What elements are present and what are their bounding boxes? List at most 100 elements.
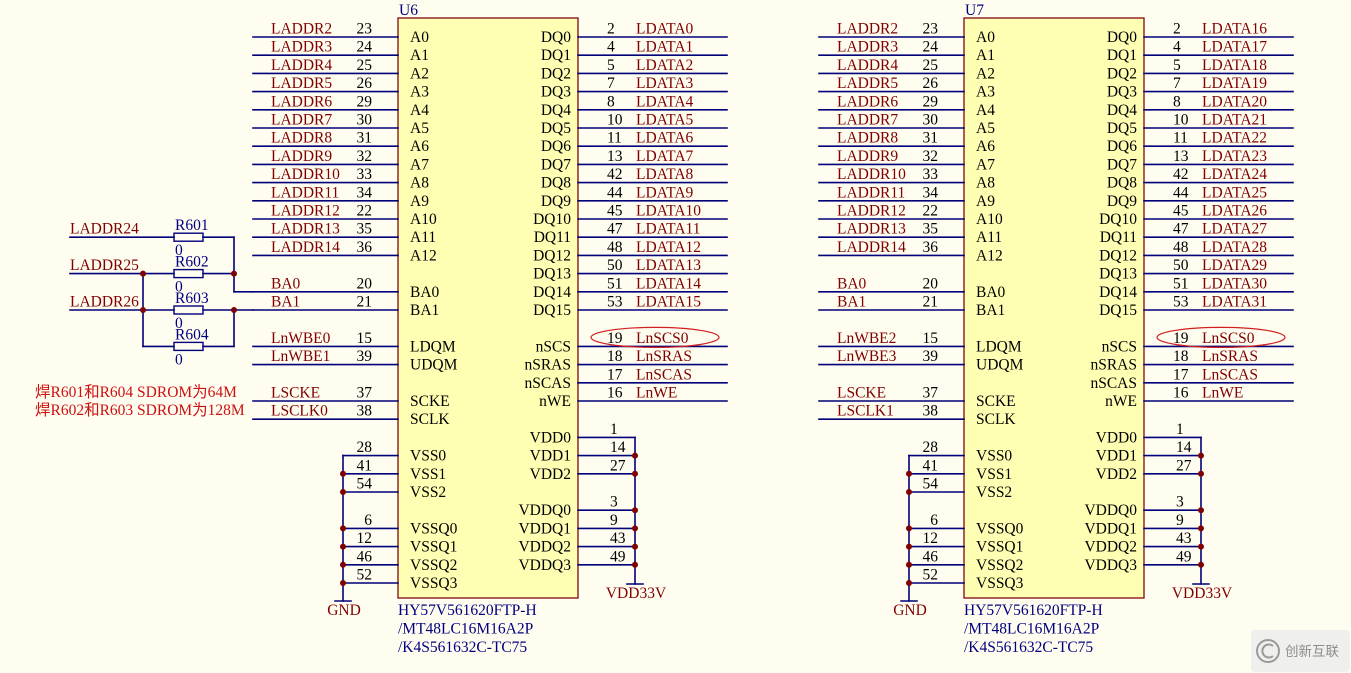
pin-number: 45 [1173, 203, 1189, 220]
watermark-logo: 创新互联 [1251, 630, 1350, 672]
pin-number: 9 [610, 512, 618, 529]
pin-number: 28 [923, 439, 939, 456]
pin-number: 42 [607, 166, 623, 183]
watermark-text: 创新互联 [1285, 644, 1339, 660]
net-label: LDATA27 [1202, 221, 1267, 238]
pin-number: 52 [357, 567, 373, 584]
logo-ring-icon [1256, 639, 1280, 663]
pin-number: 54 [923, 476, 939, 493]
pin-number: 48 [1173, 239, 1189, 256]
pin-number: 32 [923, 148, 939, 165]
net-label: LDATA30 [1202, 275, 1267, 292]
pin-name: nSCS [1102, 338, 1137, 355]
junction-dot [140, 307, 146, 313]
net-label: LnSRAS [636, 348, 692, 365]
junction-dot [906, 470, 912, 477]
net-label: LDATA2 [636, 57, 693, 74]
pin-name: DQ0 [1107, 29, 1137, 46]
pin-number: 21 [923, 294, 939, 311]
pin-name: DQ8 [1107, 175, 1137, 192]
pin-name: VDD2 [1096, 466, 1137, 483]
pin-number: 33 [923, 166, 939, 183]
net-label: LDATA0 [636, 21, 694, 38]
net-label: LnSCAS [1202, 366, 1258, 383]
net-label: LADDR11 [837, 184, 905, 201]
pin-name: UDQM [410, 357, 458, 374]
junction-dot [340, 580, 346, 586]
pin-number: 16 [607, 385, 623, 402]
junction-dot [340, 525, 346, 532]
highlight-ellipse [1156, 326, 1286, 348]
junction-dot [1198, 561, 1204, 568]
pin-number: 25 [357, 57, 373, 74]
pin-name: A4 [410, 102, 429, 119]
highlight-ellipse [590, 326, 720, 348]
pin-number: 6 [364, 512, 372, 529]
pin-number: 2 [607, 21, 615, 38]
resistor-ref: R602 [175, 254, 209, 271]
pin-name: BA1 [976, 302, 1005, 319]
net-label: LDATA3 [636, 75, 694, 92]
pin-number: 45 [607, 203, 623, 220]
pin-name: VDD0 [1096, 429, 1138, 446]
chip-body [963, 17, 1145, 599]
net-label: LADDR5 [271, 75, 332, 92]
pin-name: VDD1 [530, 448, 571, 465]
pin-name: DQ13 [533, 266, 571, 283]
resistor-value: 0 [175, 279, 183, 296]
pin-number: 24 [357, 39, 373, 56]
pin-name: VDDQ3 [518, 557, 571, 574]
pin-number: 1 [1176, 421, 1184, 438]
part-number-line: HY57V561620FTP-H [964, 602, 1103, 619]
junction-dot [1198, 543, 1204, 550]
pin-number: 25 [923, 57, 939, 74]
pin-number: 24 [923, 39, 939, 56]
pin-name: DQ1 [541, 47, 571, 64]
net-label: BA0 [837, 275, 867, 292]
pin-number: 34 [923, 184, 939, 201]
part-number-line: /MT48LC16M16A2P [964, 621, 1099, 638]
pin-number: 32 [357, 148, 373, 165]
pin-number: 7 [1173, 75, 1181, 92]
pin-number: 53 [1173, 294, 1189, 311]
net-label: LnWBE2 [837, 330, 896, 347]
pin-number: 37 [357, 385, 373, 402]
chip-designator: U6 [399, 2, 418, 19]
net-label: LADDR14 [271, 239, 340, 256]
net-label: LADDR10 [837, 166, 906, 183]
junction-dot [1198, 525, 1204, 532]
net-label: LnWE [636, 385, 677, 402]
pin-number: 29 [357, 93, 373, 110]
pin-name: DQ11 [1100, 229, 1137, 246]
resistor-value: 0 [175, 242, 183, 259]
chip-u7: U7HY57V561620FTP-H/MT48LC16M16A2P/K4S561… [818, 2, 1294, 656]
pin-name: DQ14 [1099, 284, 1137, 301]
pin-name: DQ10 [533, 211, 571, 228]
pin-number: 7 [607, 75, 615, 92]
power-label: VDD33V [606, 585, 667, 602]
part-number-line: HY57V561620FTP-H [398, 602, 537, 619]
pin-number: 30 [923, 112, 939, 129]
pin-name: VDD0 [530, 429, 572, 446]
net-label: LDATA31 [1202, 294, 1267, 311]
pin-name: A5 [410, 120, 429, 137]
net-label: LnSCS0 [1202, 330, 1255, 347]
junction-dot [906, 580, 912, 586]
pin-name: BA0 [410, 284, 440, 301]
pin-name: VSSQ0 [410, 520, 458, 537]
pin-number: 26 [357, 75, 373, 92]
pin-number: 16 [1173, 385, 1189, 402]
pin-name: DQ5 [541, 120, 571, 137]
pin-name: VDDQ2 [518, 539, 571, 556]
net-label: LADDR2 [837, 21, 898, 38]
net-label: LDATA5 [636, 112, 694, 129]
pin-name: VDDQ3 [1084, 557, 1137, 574]
resistor-ref: R604 [175, 326, 209, 343]
pin-name: DQ6 [541, 138, 571, 155]
junction-dot [340, 470, 346, 477]
net-label: BA1 [271, 294, 300, 311]
net-label: LDATA6 [636, 130, 694, 147]
resistor-network: LADDR24LADDR25LADDR26R6010R6020R6030R604… [69, 217, 254, 368]
net-label: BA0 [271, 275, 301, 292]
net-label: LADDR10 [271, 166, 340, 183]
